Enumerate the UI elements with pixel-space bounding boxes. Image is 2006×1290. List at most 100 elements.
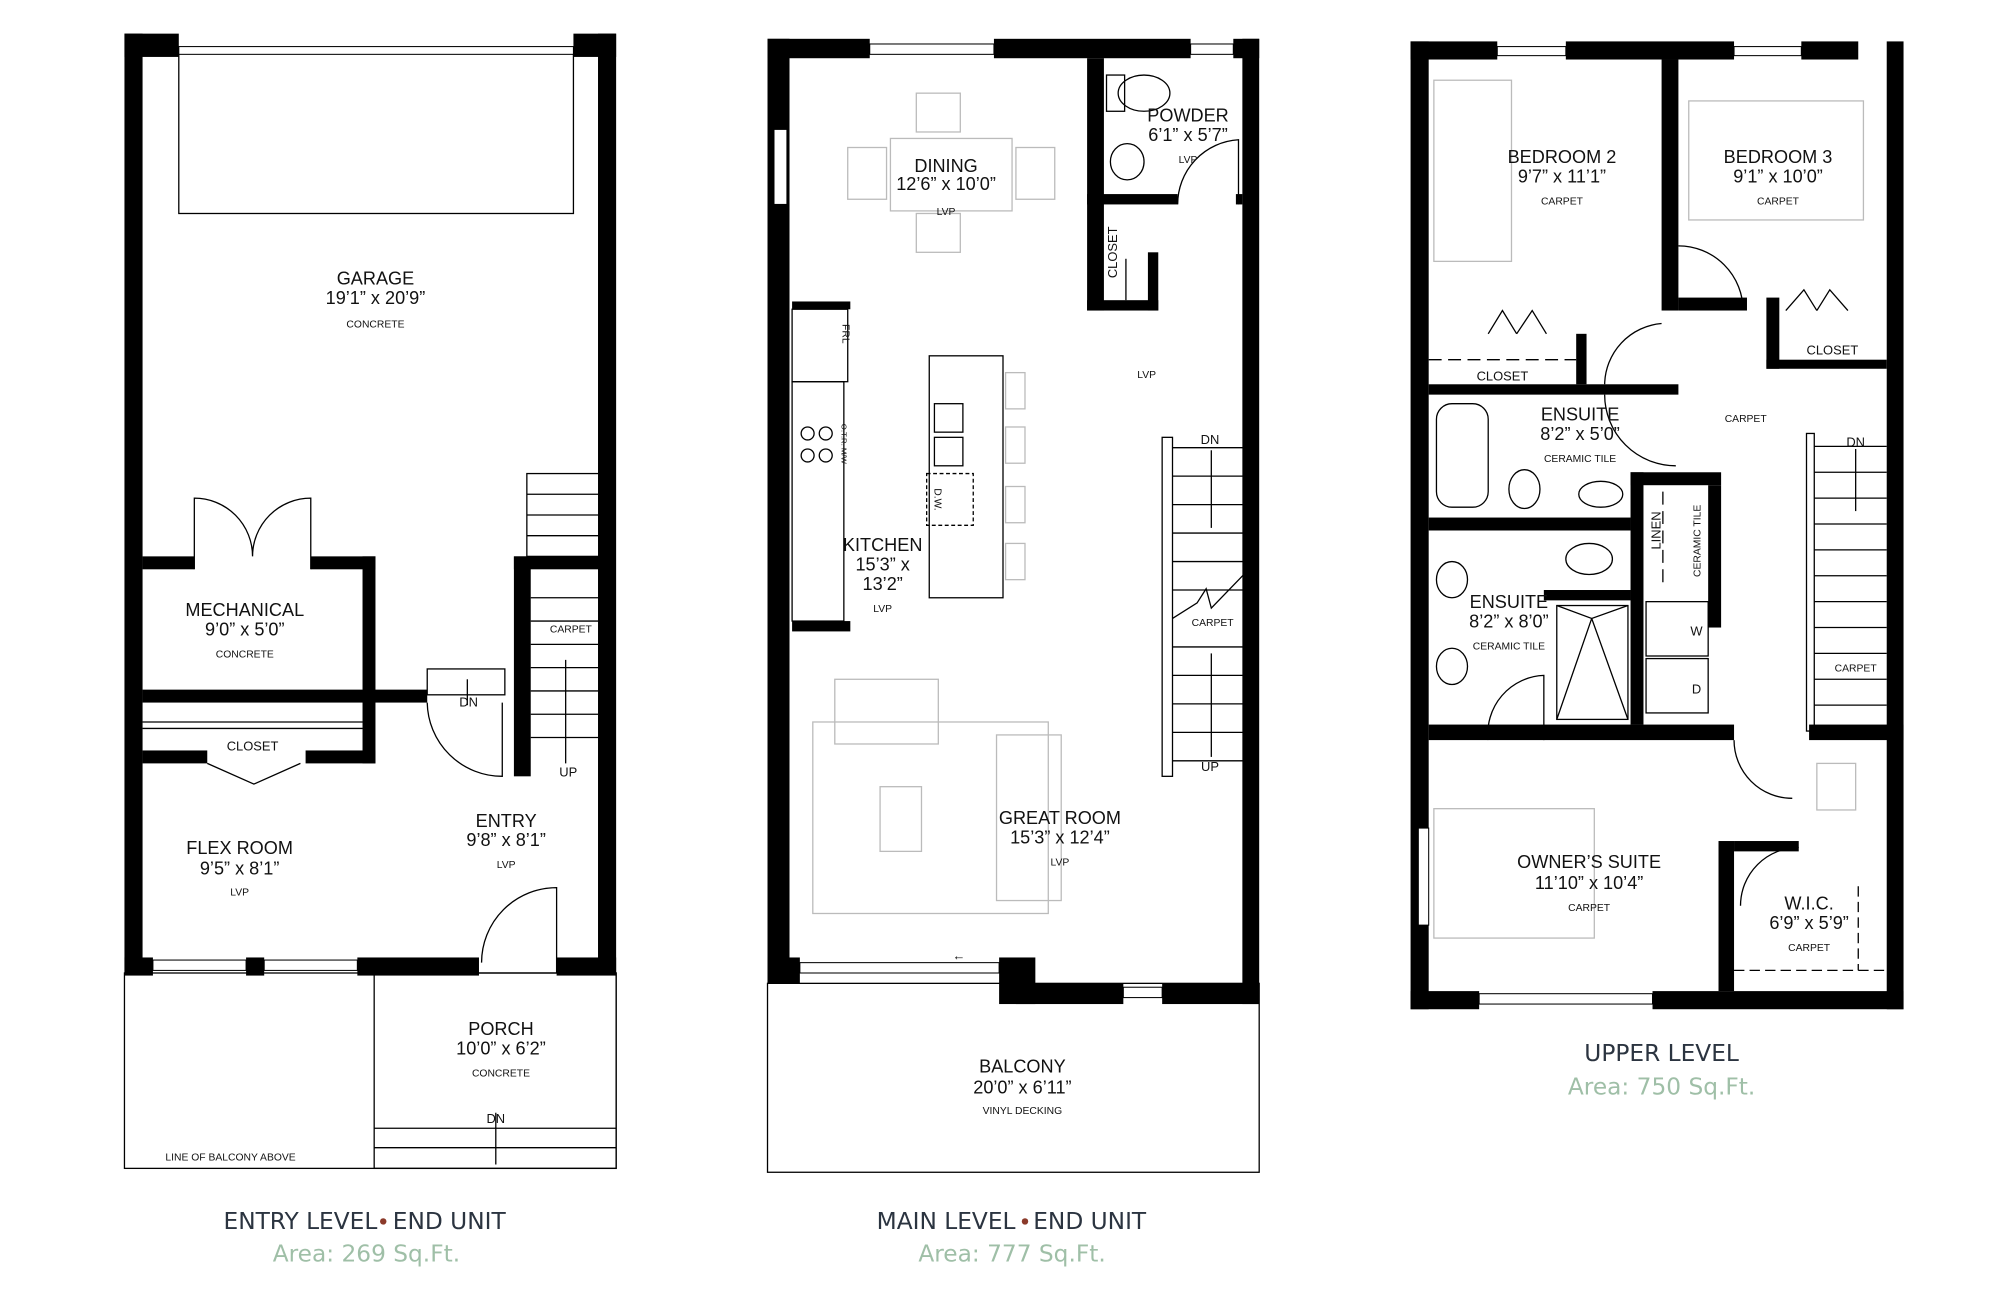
entry-level-plan: GARAGE 19’1” x 20’9” CONCRETE MECHANICAL… <box>123 33 617 1268</box>
shower <box>1556 604 1629 721</box>
title-separator-dot <box>379 1218 387 1225</box>
closet-doors <box>1487 309 1547 335</box>
mechanical-doors <box>193 497 312 570</box>
balcony-above-note: LINE OF BALCONY ABOVE <box>165 1153 295 1164</box>
sink-icon <box>1435 647 1469 686</box>
porch-label: PORCH <box>468 1019 533 1039</box>
microwave-label: O.T.R. M/W <box>839 424 848 465</box>
closet-label: CLOSET <box>227 738 279 753</box>
powder-dims: 6’1” x 5’7” <box>1148 125 1228 145</box>
bathtub <box>1435 403 1489 508</box>
dining-table <box>847 92 1056 253</box>
powder-door <box>1177 139 1240 205</box>
dishwasher-label: D.W. <box>931 488 942 510</box>
entry-level-area: Area: 269 Sq.Ft. <box>273 1241 460 1268</box>
mechanical-floor: CONCRETE <box>216 649 274 660</box>
owners-suite-dims: 11’10” x 10’4” <box>1535 873 1643 893</box>
garage-floor: CONCRETE <box>346 319 404 330</box>
kitchen-island <box>928 355 1004 599</box>
main-level-plan: ← DINING 12’6” x 10’0” LVP POWDER 6’1” x… <box>766 38 1260 1268</box>
entry-dims: 9’8” x 8’1” <box>466 830 546 850</box>
kitchen-counter <box>791 381 845 622</box>
upper-stairs <box>1814 445 1887 706</box>
slider-arrow-icon: ← <box>953 948 966 963</box>
flex-room-floor: LVP <box>230 887 249 898</box>
entry-floor: LVP <box>497 860 516 871</box>
wic-label: W.I.C. <box>1784 894 1833 914</box>
great-room-dims: 15’3” x 12’4” <box>1010 828 1110 848</box>
bedroom2-floor: CARPET <box>1541 196 1584 207</box>
ensuite1-label: ENSUITE <box>1541 405 1620 425</box>
bedroom2-door <box>1604 322 1662 385</box>
balcony-dims: 20’0” x 6’11” <box>973 1077 1071 1097</box>
owners-suite-label: OWNER’S SUITE <box>1517 852 1661 872</box>
main-level-unit: END UNIT <box>1033 1208 1147 1235</box>
balcony-floor: VINYL DECKING <box>983 1106 1063 1117</box>
toilet-icon <box>1117 74 1171 112</box>
upper-level-area: Area: 750 Sq.Ft. <box>1568 1074 1755 1101</box>
dryer <box>1645 657 1709 714</box>
entry-level-title: ENTRY LEVEL <box>224 1208 378 1235</box>
ensuite1-floor: CERAMIC TILE <box>1544 454 1616 465</box>
ensuite2-dims: 8’2” x 8’0” <box>1469 612 1549 632</box>
owners-door <box>1733 740 1793 799</box>
washer <box>1645 601 1709 657</box>
kitchen-dims-2: 13’2” <box>863 574 903 594</box>
main-level-title: MAIN LEVEL <box>877 1208 1016 1235</box>
garage-door <box>178 51 575 215</box>
ensuite1-dims: 8’2” x 5’0” <box>1540 424 1620 444</box>
great-room-label: GREAT ROOM <box>999 808 1121 828</box>
garage-dims: 19’1” x 20’9” <box>326 288 426 308</box>
balcony-label: BALCONY <box>979 1057 1066 1077</box>
main-stair-up: UP <box>1201 759 1219 774</box>
sink-icon <box>1435 560 1469 599</box>
balcony-above-outline <box>123 972 617 1170</box>
porch-dims: 10’0” x 6’2” <box>456 1039 546 1059</box>
porch-floor: CONCRETE <box>472 1069 530 1080</box>
main-level-area: Area: 777 Sq.Ft. <box>918 1241 1105 1268</box>
porch-dn: DN <box>486 1111 505 1126</box>
upper-level-title: UPPER LEVEL <box>1584 1040 1739 1067</box>
toilet-icon <box>1508 469 1541 510</box>
kitchen-label: KITCHEN <box>843 535 923 555</box>
garage-label: GARAGE <box>337 269 415 289</box>
dryer-label: D <box>1692 682 1701 697</box>
closet-doors <box>207 762 301 785</box>
entry-label: ENTRY <box>476 811 537 831</box>
kitchen-dims-1: 15’3” x <box>855 555 909 575</box>
entry-stairs <box>526 493 606 764</box>
bedroom3-floor: CARPET <box>1757 196 1800 207</box>
stair-door <box>426 702 503 777</box>
fridge-label: FRL <box>840 324 851 344</box>
main-stair-dn: DN <box>1201 432 1220 447</box>
entry-stair-dn: DN <box>459 694 478 709</box>
closet-a-label: CLOSET <box>1477 368 1529 383</box>
entry-level-unit: END UNIT <box>393 1208 507 1235</box>
flex-room-dims: 9’5” x 8’1” <box>200 859 280 879</box>
closet-b-label: CLOSET <box>1807 343 1859 358</box>
dining-floor: LVP <box>937 207 956 218</box>
dining-dims: 12’6” x 10’0” <box>896 174 996 194</box>
entry-stair-carpet: CARPET <box>550 625 593 636</box>
main-stairs <box>1172 447 1250 762</box>
great-room-floor: LVP <box>1051 858 1070 869</box>
hall-floor: LVP <box>1137 370 1156 381</box>
bed-furniture <box>1433 79 1865 939</box>
fridge <box>791 308 849 383</box>
flex-room-label: FLEX ROOM <box>186 838 293 858</box>
toilet-icon <box>1565 542 1614 576</box>
linen-label: LINEN <box>1648 511 1663 549</box>
upper-level-plan: BEDROOM 2 9’7” x 11’1” CARPET BEDROOM 3 … <box>1410 41 1904 1101</box>
wic-floor: CARPET <box>1788 943 1831 954</box>
hall-floor: CARPET <box>1725 414 1768 425</box>
bedroom2-label: BEDROOM 2 <box>1508 147 1617 167</box>
wic-door <box>1739 846 1799 906</box>
ensuite2-floor: CERAMIC TILE <box>1473 642 1545 653</box>
sink-icon <box>1109 142 1145 181</box>
kitchen-floor: LVP <box>873 604 892 615</box>
laundry-floor: CERAMIC TILE <box>1692 505 1703 577</box>
entry-stair-up: UP <box>559 764 577 779</box>
sink-icon <box>1578 480 1624 508</box>
bedroom3-door <box>1678 245 1744 311</box>
